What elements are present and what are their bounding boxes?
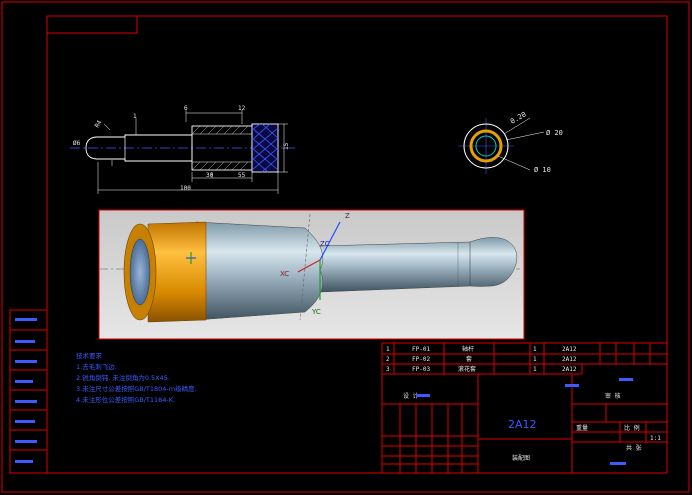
bom-1-qty: 1 xyxy=(533,346,537,353)
dim-below-a: 30 xyxy=(206,172,214,179)
dim-top-mid: 6 xyxy=(184,105,188,112)
axis-triad xyxy=(186,213,341,321)
bom-3-code: FP-03 xyxy=(412,366,430,373)
bom-1-no: 1 xyxy=(386,346,390,353)
section-view[interactable]: 1 6 12 15 R4 Ø6 30 55 100 xyxy=(70,105,295,194)
inner-circle xyxy=(475,135,497,157)
designer-label: 设 计 xyxy=(403,392,419,400)
tech-note-4: 4.未注形位公差按照GB/T1184-K. xyxy=(76,395,175,404)
technical-notes: 技术要求 1.去毛刺飞边. 2.锐角倒钝, 未注倒角为0.5X45. 3.未注尺… xyxy=(76,351,197,404)
bom-2-qty: 1 xyxy=(533,356,537,363)
drawing-number-box xyxy=(46,15,138,34)
tech-notes-title: 技术要求 xyxy=(76,351,103,360)
dim-total-length: 100 xyxy=(180,185,191,192)
scale-label: 比 例 xyxy=(624,424,640,432)
drawing-code-mark xyxy=(610,462,626,465)
check-label: 审 核 xyxy=(605,392,621,400)
bom-1-mat: 2A12 xyxy=(562,346,577,353)
title-block[interactable]: 1 FP-01 轴杆 1 2A12 2 FP-02 套 1 2A12 3 FP-… xyxy=(381,342,668,474)
axis-z-label: Z xyxy=(345,212,350,220)
3d-knurl-cap xyxy=(147,221,207,323)
axis-xc-label: XC xyxy=(280,270,289,278)
material-title: 2A12 xyxy=(508,418,537,431)
tech-note-2: 2.锐角倒钝, 未注倒角为0.5X45. xyxy=(76,373,170,382)
sheet-label: 共 张 xyxy=(626,444,642,452)
end-chamfer-label: 0.20 xyxy=(509,110,528,125)
bom-3-no: 3 xyxy=(386,366,390,373)
bom-3-mat: 2A12 xyxy=(562,366,577,373)
outer-circle xyxy=(463,123,509,169)
3d-sleeve xyxy=(195,221,324,321)
3d-render-viewport[interactable]: Z ZC XC YC xyxy=(98,209,525,340)
sleeve-hatching xyxy=(191,125,249,171)
chamfer-ring xyxy=(469,129,503,163)
tech-note-1: 1.去毛刺飞边. xyxy=(76,362,117,371)
3d-cap-face-inner xyxy=(129,238,151,306)
rod-outline xyxy=(85,134,193,162)
mass-label: 重量 xyxy=(576,424,588,432)
dim-ring: 15 xyxy=(283,142,290,150)
scale-value: 1:1 xyxy=(650,435,661,442)
bom-2-code: FP-02 xyxy=(412,356,430,363)
dim-top-right: 12 xyxy=(238,105,246,112)
tech-note-3: 3.未注尺寸公差按照GB/T1804-m级精度. xyxy=(76,384,197,393)
inner-border xyxy=(46,15,668,474)
knurl-pattern xyxy=(251,123,279,173)
axis-yc-label: YC xyxy=(311,308,321,316)
end-inner-dia-label: Ø 10 xyxy=(534,166,551,174)
bom-placeholder-mark xyxy=(565,384,579,387)
end-outer-dia-label: Ø 20 xyxy=(546,129,563,137)
3d-shaft xyxy=(319,237,518,293)
dim-radius-left: R4 xyxy=(94,119,104,129)
bom-placeholder-mark-2 xyxy=(619,378,633,381)
designer-value-mark xyxy=(416,394,430,397)
bom-1-code: FP-01 xyxy=(412,346,430,353)
bom-2-mat: 2A12 xyxy=(562,356,577,363)
left-margin-strip xyxy=(9,309,48,474)
dim-below-b: 55 xyxy=(238,172,246,179)
dimension-lines xyxy=(97,110,288,194)
bom-1-name: 轴杆 xyxy=(462,345,474,353)
dim-top-left: 1 xyxy=(133,113,137,120)
bom-3-qty: 1 xyxy=(533,366,537,373)
bom-3-name: 滚花套 xyxy=(458,365,476,373)
end-view[interactable]: 0.20 Ø 20 Ø 10 xyxy=(458,110,563,174)
company-label: 装配图 xyxy=(512,454,530,462)
bom-2-name: 套 xyxy=(466,355,472,363)
dim-dia-left: Ø6 xyxy=(73,140,81,147)
bom-2-no: 2 xyxy=(386,356,390,363)
axis-zc-label: ZC xyxy=(320,240,330,248)
